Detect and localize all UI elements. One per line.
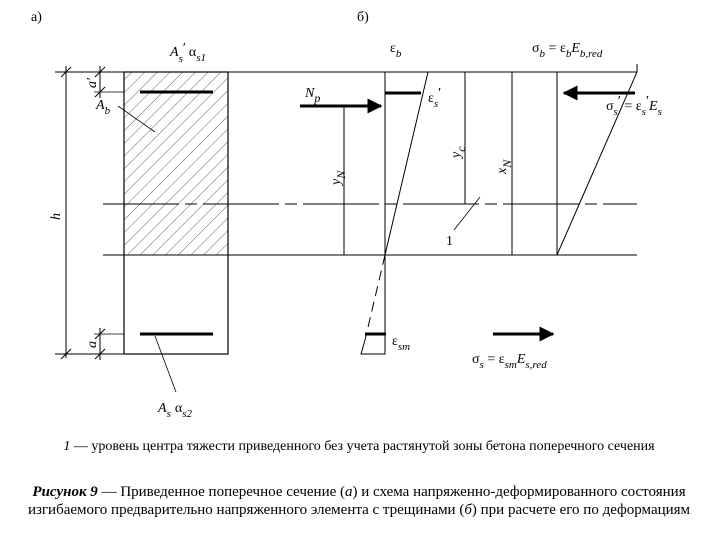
label-eps-b: εb <box>390 41 402 60</box>
note-number: 1 <box>63 439 71 454</box>
caption-dash: — <box>97 484 121 500</box>
label-sigma-s: σs = εsmEs,red <box>472 352 547 371</box>
panel-label-a: а) <box>31 10 42 25</box>
figure-caption: Рисунок 9 — Приведенное поперечное сечен… <box>22 483 696 519</box>
label-concrete-area: Ab <box>95 98 111 117</box>
caption-ref-a: а <box>345 484 353 500</box>
label-eps-s-prime: εs′ <box>428 86 441 110</box>
dimension-a-prime <box>94 66 106 98</box>
dimension-a <box>94 328 106 360</box>
figure-diagram: а) б) h a′ a As′αs1 Ab <box>31 10 662 420</box>
leader-level-1 <box>453 196 481 231</box>
leader-A-s <box>154 335 177 393</box>
cover-label-a: a <box>85 341 100 348</box>
caption-label: Рисунок 9 <box>32 484 98 500</box>
panel-label-b: б) <box>357 10 369 25</box>
cross-section <box>117 71 229 393</box>
strain-diagram <box>360 71 429 355</box>
caption-part2: ) и схема напряженно-деформированного со… <box>27 484 686 518</box>
dimension-label-h: h <box>49 213 64 220</box>
label-sigma-s-prime: σs′ = εs′Es <box>606 94 662 118</box>
label-level-1: 1 <box>446 234 453 249</box>
strain-tension-block <box>360 255 386 355</box>
figure-note: 1 — уровень центра тяжести приведенного … <box>22 438 696 455</box>
leader-A-b <box>117 105 156 133</box>
label-sigma-b: σb = εbEb,red <box>532 41 603 60</box>
label-yc: yc <box>449 146 468 160</box>
cover-label-a-prime: a′ <box>85 77 100 88</box>
label-xN: xN <box>495 159 514 175</box>
caption-ref-b: б <box>464 502 472 518</box>
stress-diagram <box>556 64 638 256</box>
label-eps-sm: εsm <box>392 334 410 353</box>
strain-line-tension-dashed <box>364 254 386 341</box>
note-text: — уровень центра тяжести приведенного бе… <box>70 439 655 454</box>
label-yN: yN <box>329 170 348 187</box>
strain-line-compression <box>384 71 429 256</box>
dimension-h <box>60 66 72 360</box>
stress-line <box>556 71 638 256</box>
label-top-rebar: As′αs1 <box>169 41 206 65</box>
label-Np: Np <box>304 86 320 105</box>
compressed-zone-hatched <box>124 72 228 255</box>
caption-part3: ) при расчете его по деформациям <box>471 502 691 518</box>
caption-part1: Приведенное поперечное сечение ( <box>120 484 346 500</box>
